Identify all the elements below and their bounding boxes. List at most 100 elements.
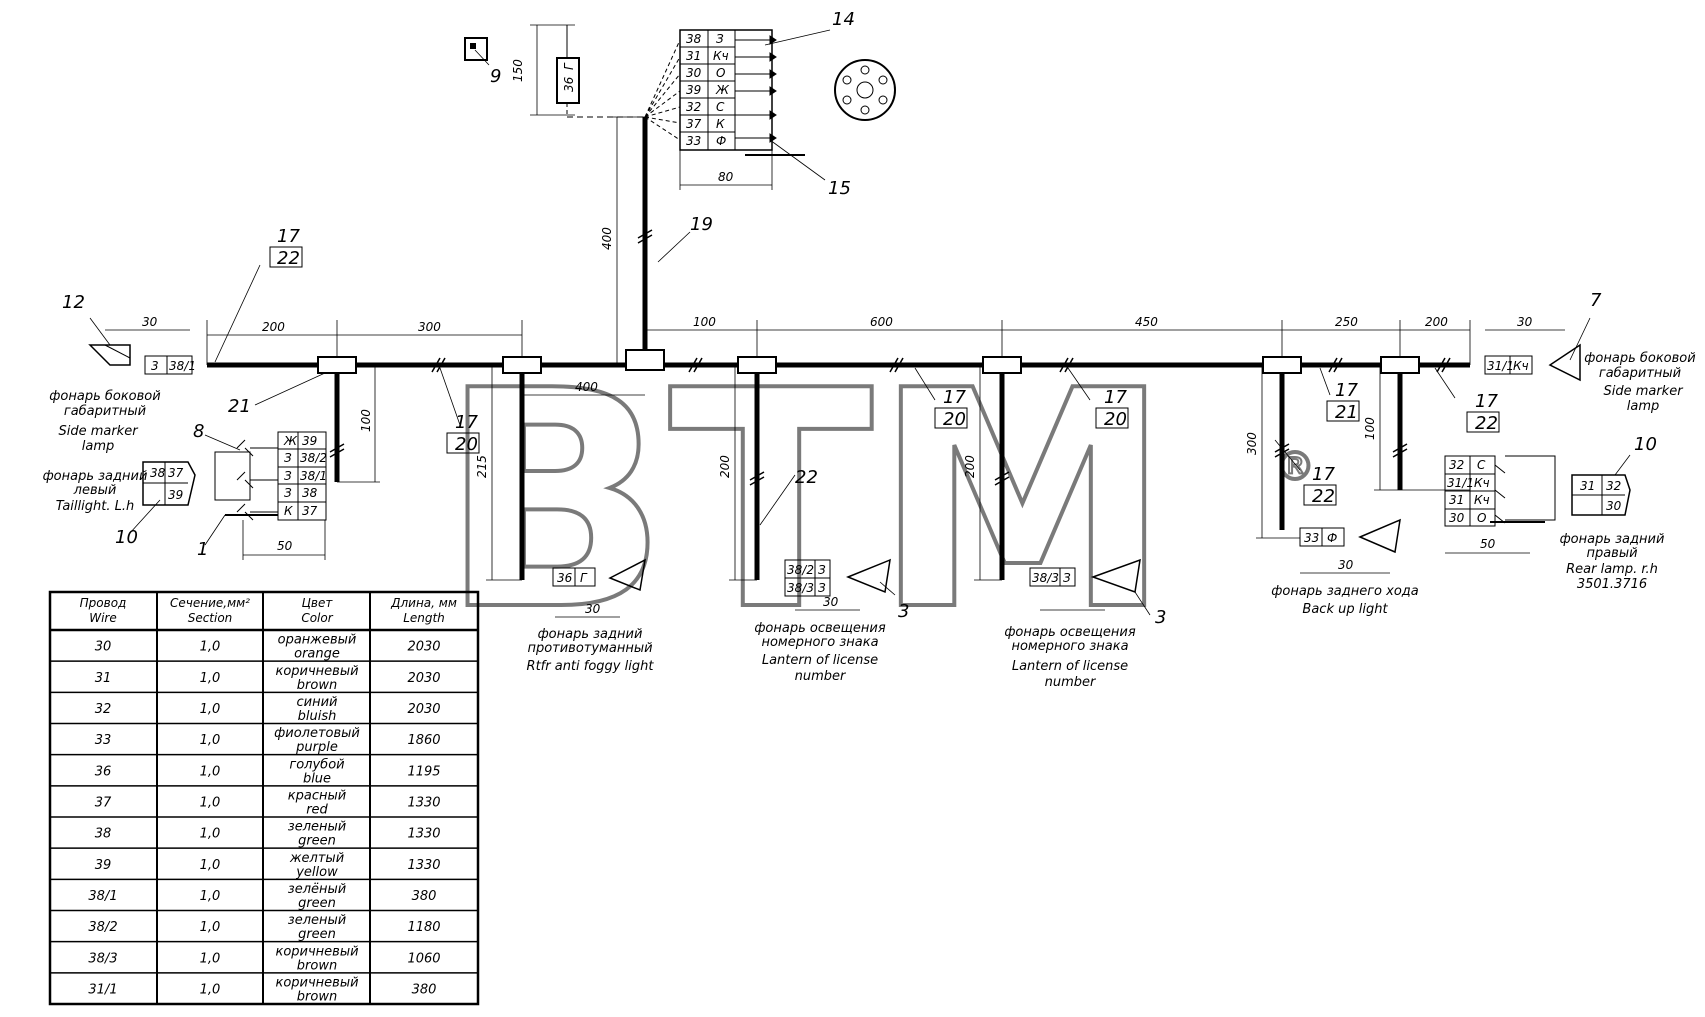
right-connector-block (1444, 455, 1556, 527)
left-side-label-en-2: lamp (82, 439, 115, 454)
lic2-plug-a: 38/3 (1032, 571, 1059, 585)
table-cell-length: 1330 (407, 795, 440, 810)
callout-22-top: 22 (277, 248, 300, 269)
callout-17-d: 17 (1104, 387, 1127, 408)
dim-150: 150 (511, 59, 525, 82)
table-cell-color-ru: зелёный (288, 882, 346, 897)
table-cell-color-en: green (298, 927, 336, 942)
dim-200-right: 200 (1425, 315, 1448, 329)
right-conn-b-2: Кч (1474, 476, 1490, 490)
lic1-plug-a2: 38/3 (787, 581, 814, 595)
callout-15: 15 (828, 178, 851, 199)
backup-plug-b: Ф (1327, 531, 1337, 545)
table-cell-wire: 32 (95, 702, 112, 717)
table-cell-color-en: brown (297, 989, 337, 1004)
lic1-plug-b1: З (818, 563, 826, 577)
table-header-color-ru: Цвет (302, 596, 334, 610)
callout-1: 1 (197, 539, 208, 560)
table-cell-color-ru: оранжевый (278, 633, 357, 648)
table-cell-color-ru: синий (297, 695, 338, 710)
callout-17-g: 17 (1475, 391, 1498, 412)
table-cell-color-ru: красный (288, 788, 346, 803)
left-conn-a-2: З (284, 451, 292, 465)
top-conn-color-2: Кч (713, 49, 729, 63)
left-conn-b-2: 38/2 (300, 451, 327, 465)
fog-label-ru-1: фонарь задний (538, 627, 643, 642)
leader-lines (89, 29, 1631, 616)
table-cell-section: 1,0 (200, 764, 221, 779)
top-conn-wire-3: 30 (686, 66, 702, 80)
dim-450: 450 (1135, 315, 1158, 329)
right-side-label-ru-2: габаритный (1599, 366, 1681, 381)
dim-30-left: 30 (142, 315, 158, 329)
table-cell-color-en: brown (297, 678, 337, 693)
right-conn-b-1: С (1477, 458, 1486, 472)
left-conn-a-4: З (284, 486, 292, 500)
callout-20-b: 20 (455, 434, 478, 455)
callout-8: 8 (193, 421, 204, 442)
left-conn-a-5: К (284, 504, 293, 518)
dim-250: 250 (1335, 315, 1358, 329)
dim-100: 100 (693, 315, 716, 329)
dim-100-right: 100 (1363, 417, 1377, 440)
lic1-label-ru-1: фонарь освещения (754, 621, 886, 636)
callout-3-a: 3 (898, 601, 909, 622)
right-conn-a-1: 32 (1449, 458, 1464, 472)
fog-label-ru-2: противотуманный (527, 641, 652, 656)
tail-left-label-en: Taillight. L.h (56, 499, 134, 514)
table-cell-color-en: brown (297, 958, 337, 973)
dim-600: 600 (870, 315, 893, 329)
dim-80: 80 (718, 170, 734, 184)
table-cell-length: 2030 (407, 671, 440, 686)
left-side-label-ru-2: габаритный (64, 404, 146, 419)
table-header-section-en: Section (188, 611, 233, 625)
dim-50-left: 50 (277, 539, 293, 553)
dim-30-fog: 30 (585, 602, 601, 616)
table-cell-section: 1,0 (200, 671, 221, 686)
dim-30-license-1: 30 (823, 595, 839, 609)
top-conn-wire-6: 37 (686, 117, 702, 131)
table-cell-wire: 38/1 (88, 889, 117, 904)
table-cell-wire: 38 (95, 827, 112, 842)
table-cell-section: 1,0 (200, 889, 221, 904)
top-conn-color-3: О (716, 66, 725, 80)
table-cell-color-en: red (306, 802, 328, 817)
callout-19: 19 (690, 214, 713, 235)
left-side-marker-lamp (88, 344, 193, 375)
table-cell-wire: 38/2 (88, 920, 117, 935)
left-conn-b-1: 39 (302, 434, 317, 448)
table-cell-wire: 39 (95, 858, 112, 873)
table-cell-section: 1,0 (200, 951, 221, 966)
dim-30-right: 30 (1517, 315, 1533, 329)
top-conn-color-7: Ф (716, 134, 726, 148)
table-cell-section: 1,0 (200, 702, 221, 717)
fog-plug-a: 36 (557, 571, 573, 585)
table-cell-wire: 38/3 (88, 951, 117, 966)
fuse-holder (556, 57, 580, 104)
lic2-plug-b: З (1063, 571, 1071, 585)
dim-300-right: 300 (1245, 432, 1259, 455)
right-side-plug-a: 31/1 (1487, 359, 1514, 373)
taillight-right-pin-2: 32 (1606, 479, 1621, 493)
table-cell-length: 1860 (407, 733, 440, 748)
table-cell-length: 380 (412, 889, 437, 904)
junction-clips (317, 349, 1420, 374)
table-cell-length: 2030 (407, 702, 440, 717)
lic2-label-en-2: number (1045, 675, 1097, 690)
table-cell-length: 380 (412, 982, 437, 997)
table-cell-section: 1,0 (200, 640, 221, 655)
table-cell-section: 1,0 (200, 982, 221, 997)
left-conn-a-1: Ж (283, 434, 298, 448)
table-header-length-ru: Длина, мм (390, 596, 457, 610)
table-header-color-en: Color (301, 611, 333, 625)
table-cell-section: 1,0 (200, 920, 221, 935)
table-cell-color-ru: зеленый (288, 820, 346, 835)
callout-12: 12 (62, 292, 85, 313)
callout-boxes (269, 246, 1500, 506)
callout-20-d: 20 (1104, 409, 1127, 430)
fog-plug-b: Г (580, 571, 588, 585)
left-conn-b-3: 38/1 (300, 469, 327, 483)
table-cell-wire: 33 (95, 733, 112, 748)
